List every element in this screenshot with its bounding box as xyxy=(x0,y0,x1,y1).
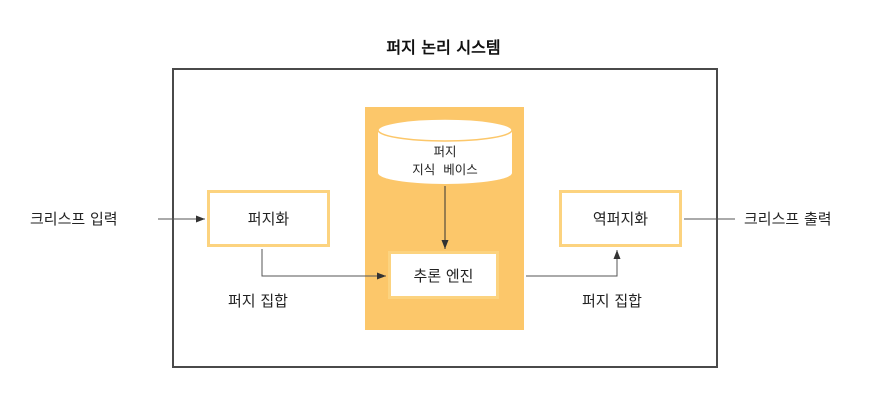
fuzzifier-label: 퍼지화 xyxy=(247,210,290,228)
knowledge-base-label: 퍼지 지식 베이스 xyxy=(378,143,512,179)
fuzzy-set-right-label: 퍼지 집합 xyxy=(582,292,642,310)
crisp-input-label: 크리스프 입력 xyxy=(30,210,118,228)
defuzzifier-label: 역퍼지화 xyxy=(592,210,649,228)
system-boundary xyxy=(172,68,718,368)
knowledge-base-cylinder xyxy=(377,118,513,184)
fuzzy-set-left-label: 퍼지 집합 xyxy=(228,292,288,310)
inference-engine-label: 추론 엔진 xyxy=(413,266,474,285)
knowledge-base-line1: 퍼지 xyxy=(433,144,457,159)
knowledge-base-line2: 지식 베이스 xyxy=(412,162,478,177)
diagram-title: 퍼지 논리 시스템 xyxy=(386,38,501,57)
fuzzifier-box: 퍼지화 xyxy=(207,190,330,247)
fuzzifier-to-engine-arrow xyxy=(261,249,386,280)
defuzzifier-box: 역퍼지화 xyxy=(559,190,682,247)
inference-engine-box: 추론 엔진 xyxy=(388,251,499,299)
engine-to-defuzzifier-arrow xyxy=(526,250,621,277)
crisp-output-label: 크리스프 출력 xyxy=(744,210,832,228)
